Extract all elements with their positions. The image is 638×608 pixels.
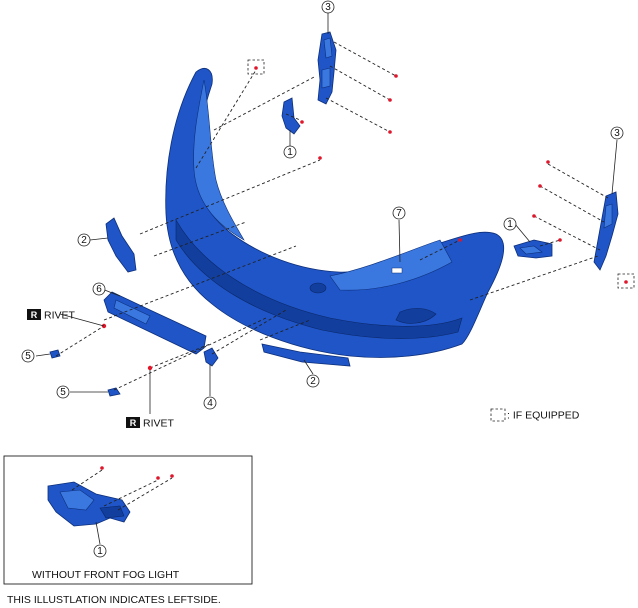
svg-text:3: 3 bbox=[614, 128, 620, 139]
svg-text:5: 5 bbox=[25, 351, 31, 362]
bracket-upper-small bbox=[281, 97, 301, 135]
inset-bracket bbox=[47, 481, 131, 527]
svg-text:7: 7 bbox=[396, 208, 402, 219]
if-equipped-box-right bbox=[617, 273, 635, 289]
svg-text:R: R bbox=[130, 418, 137, 428]
svg-text:3: 3 bbox=[325, 2, 331, 13]
svg-text:2: 2 bbox=[310, 376, 316, 387]
callout-6: 6 bbox=[92, 282, 106, 296]
clip-part-5-lower bbox=[107, 387, 121, 397]
fog-lamp-opening bbox=[395, 308, 437, 324]
bracket-right bbox=[513, 239, 553, 259]
clip-part-4 bbox=[203, 347, 219, 367]
svg-text:6: 6 bbox=[96, 284, 102, 295]
front-bumper bbox=[165, 68, 505, 358]
lower-garnish-strip bbox=[261, 343, 351, 367]
svg-text:RIVET: RIVET bbox=[143, 418, 175, 430]
side-bracket-right bbox=[593, 191, 619, 271]
callout-3-top: 3 bbox=[321, 0, 335, 14]
side-support-left bbox=[105, 217, 137, 273]
inset-panel: 1 WITHOUT FRONT FOG LIGHT bbox=[3, 455, 253, 585]
rivet-label-lower: R RIVET bbox=[126, 417, 175, 430]
footer-note: THIS ILLUSTLATION INDICATES LEFTSIDE. bbox=[7, 594, 221, 606]
side-bracket-upper bbox=[317, 31, 337, 105]
svg-text:R: R bbox=[31, 310, 38, 320]
svg-text:: IF EQUIPPED: : IF EQUIPPED bbox=[507, 410, 580, 422]
svg-text:RIVET: RIVET bbox=[44, 310, 76, 322]
fasteners bbox=[101, 66, 628, 371]
callout-5-upper: 5 bbox=[21, 349, 35, 363]
svg-text:1: 1 bbox=[97, 546, 103, 557]
callout-leaders bbox=[35, 13, 618, 414]
svg-text:1: 1 bbox=[507, 219, 513, 230]
inset-caption: WITHOUT FRONT FOG LIGHT bbox=[32, 569, 180, 581]
callout-7: 7 bbox=[392, 206, 406, 220]
svg-text:2: 2 bbox=[81, 235, 87, 246]
callout-3-right: 3 bbox=[610, 126, 624, 140]
callout-1-upper: 1 bbox=[283, 145, 297, 159]
callout-2-lower: 2 bbox=[306, 374, 320, 388]
installation-lines bbox=[55, 41, 609, 391]
svg-text:4: 4 bbox=[207, 398, 213, 409]
if-equipped-box-upper bbox=[247, 59, 265, 75]
rivet-label-upper: R RIVET bbox=[27, 309, 76, 322]
callout-2-left: 2 bbox=[77, 233, 91, 247]
callout-1-right: 1 bbox=[503, 217, 517, 231]
callout-5-lower: 5 bbox=[56, 385, 70, 399]
svg-text:1: 1 bbox=[287, 147, 293, 158]
callout-4: 4 bbox=[203, 396, 217, 410]
callout-1-inset: 1 bbox=[93, 544, 107, 558]
if-equipped-legend: : IF EQUIPPED bbox=[490, 408, 580, 422]
svg-text:5: 5 bbox=[60, 387, 66, 398]
license-plate-bracket bbox=[103, 291, 207, 355]
clip-part-5-upper bbox=[49, 349, 61, 359]
